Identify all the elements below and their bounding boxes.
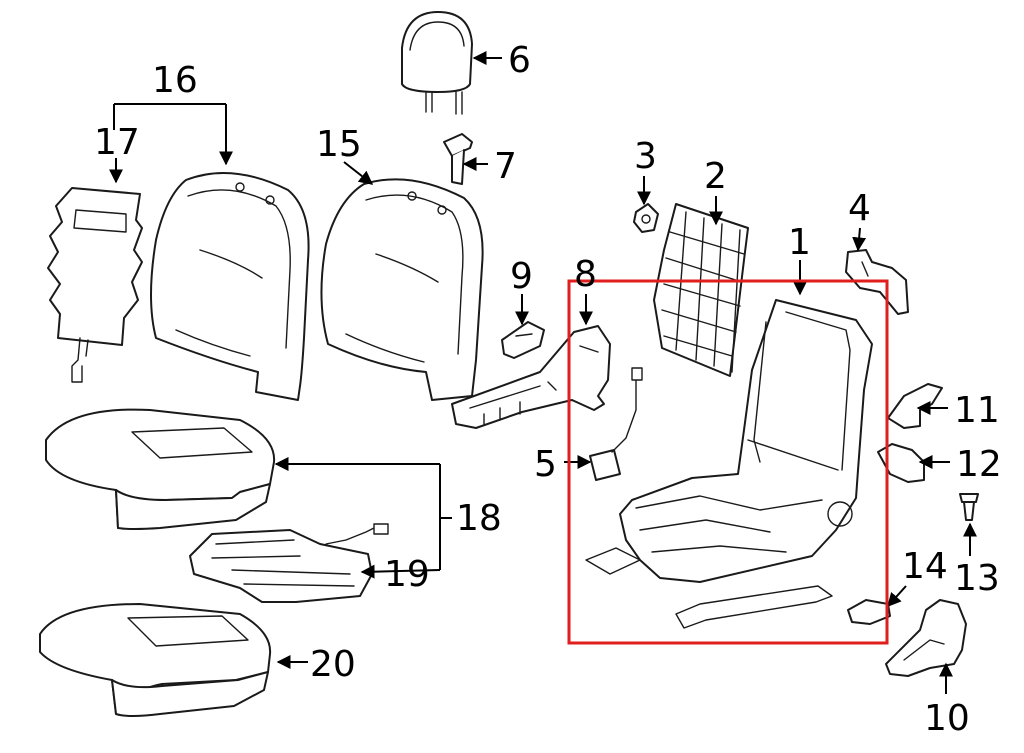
callout-19: 19 <box>384 554 430 595</box>
callout-labels: 1 2 3 4 5 6 7 8 9 10 11 12 13 14 15 16 1… <box>94 40 1002 739</box>
lower-bracket[interactable] <box>847 599 891 625</box>
callout-14: 14 <box>902 546 948 587</box>
seat-cushion-cover[interactable] <box>45 408 276 530</box>
leader-lines <box>109 51 977 694</box>
highlight-box <box>567 279 889 645</box>
headrest[interactable] <box>401 11 473 115</box>
seat-cushion-pad[interactable] <box>39 603 272 717</box>
callout-13: 13 <box>954 558 1000 599</box>
callout-5: 5 <box>534 444 557 485</box>
side-trim[interactable] <box>877 443 925 483</box>
callout-8: 8 <box>574 254 597 295</box>
callout-1: 1 <box>788 222 811 263</box>
seatback-heater-panel[interactable] <box>47 187 143 383</box>
cover-cap[interactable] <box>501 321 545 359</box>
callout-9: 9 <box>510 256 533 297</box>
callout-2: 2 <box>704 156 727 197</box>
bolt[interactable] <box>959 493 979 521</box>
callout-16: 16 <box>152 60 198 101</box>
callout-12: 12 <box>956 444 1002 485</box>
seatback-cover[interactable] <box>150 171 310 401</box>
callout-7: 7 <box>494 146 517 187</box>
seatback-spring-mat[interactable] <box>653 203 749 377</box>
callout-4: 4 <box>848 188 871 229</box>
seat-sensor[interactable] <box>589 367 643 481</box>
clip[interactable] <box>633 203 659 233</box>
headrest-guide[interactable] <box>443 133 473 185</box>
callout-10: 10 <box>924 698 970 739</box>
callout-20: 20 <box>310 644 356 685</box>
callout-15: 15 <box>316 124 362 165</box>
callout-3: 3 <box>634 136 657 177</box>
callout-17: 17 <box>94 122 140 163</box>
seatback-pad[interactable] <box>320 178 484 401</box>
seat-frame[interactable] <box>585 299 873 629</box>
cushion-heater[interactable] <box>189 523 389 603</box>
front-shield[interactable] <box>885 599 967 677</box>
callout-11: 11 <box>954 390 1000 431</box>
callout-18: 18 <box>456 498 502 539</box>
callout-6: 6 <box>508 40 531 81</box>
side-bracket[interactable] <box>887 383 943 429</box>
